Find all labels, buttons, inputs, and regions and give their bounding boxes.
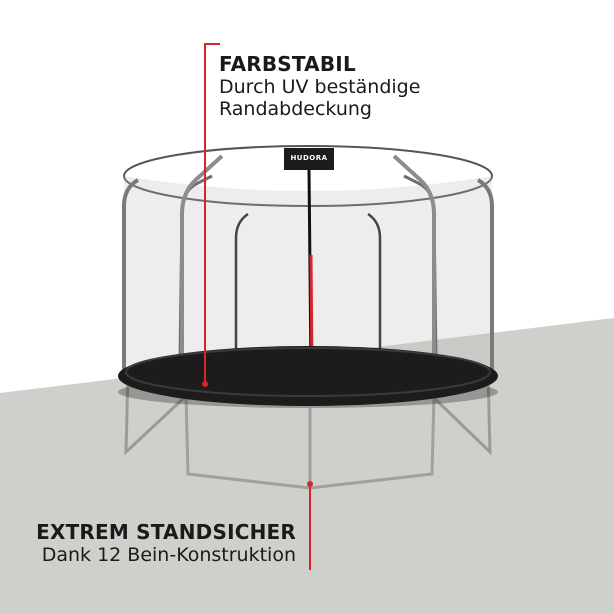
enclosure-net (124, 176, 492, 379)
front-pole-left-outer (122, 178, 140, 372)
callout-bottom-line-1: Dank 12 Bein-Konstruktion (41, 544, 296, 566)
leg-left-back (124, 371, 188, 456)
callout-dot-top (202, 381, 208, 387)
jumping-mat-padding (125, 347, 491, 397)
jumping-mat (118, 346, 498, 406)
rear-pole-mid-right (367, 212, 382, 362)
hudora-logo: HUDORA (290, 154, 328, 162)
callout-top-line-1: Durch UV beständige (219, 76, 421, 98)
callout-top-title: FARBSTABIL (219, 52, 356, 76)
brand-tag (284, 148, 334, 170)
callout-line-top (204, 43, 220, 384)
leg-right-back (430, 371, 492, 456)
front-pole-right-outer (476, 178, 494, 372)
callout-bottom-title: EXTREM STANDSICHER (36, 520, 296, 544)
callout-dot-bottom (307, 481, 313, 487)
rear-pole-mid-left (234, 212, 249, 362)
front-pole-left (180, 154, 224, 388)
front-pole-right (392, 154, 436, 388)
callout-top-line-2: Randabdeckung (219, 98, 372, 120)
